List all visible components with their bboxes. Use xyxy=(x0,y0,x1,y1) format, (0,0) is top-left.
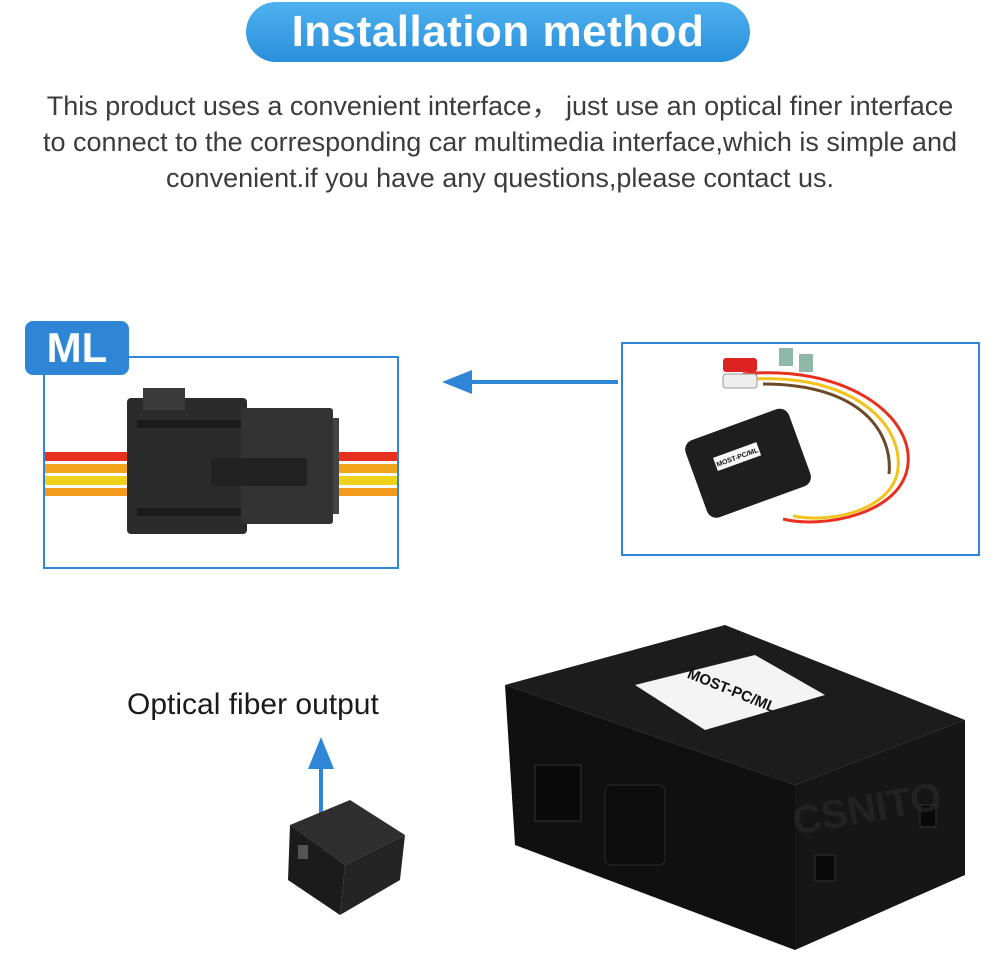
description-line-1: This product uses a convenient interface… xyxy=(46,91,954,121)
module-label-sticker-small xyxy=(713,442,762,472)
optical-connector xyxy=(288,800,405,915)
description: This product uses a convenient interface… xyxy=(0,88,1000,196)
connector-ridge xyxy=(137,420,241,428)
connector-top xyxy=(290,800,405,865)
module-harness-illustration: MOST-PC/ML xyxy=(685,348,910,524)
module-box-small xyxy=(685,408,811,518)
module-port xyxy=(534,764,582,822)
harness-wire-brown xyxy=(762,382,891,475)
title-banner: Installation method xyxy=(246,2,750,62)
module-side-face xyxy=(795,720,965,950)
connector-tab xyxy=(799,354,813,372)
connector-side xyxy=(340,835,405,915)
harness-wire-red xyxy=(742,371,910,524)
optical-fiber-label: Optical fiber output xyxy=(127,688,379,721)
description-line-2: to connect to the corresponding car mult… xyxy=(43,127,957,157)
connector-ridge xyxy=(137,508,241,516)
harness-wire-yellow xyxy=(752,377,900,520)
ml-connector-photo xyxy=(43,356,399,569)
arrow-left-icon xyxy=(442,370,618,394)
connector-left-body xyxy=(127,398,247,534)
module-harness-photo: MOST-PC/ML xyxy=(621,342,980,556)
connector-clip xyxy=(211,458,307,486)
connector-hole xyxy=(298,845,308,859)
description-line-3: convenient.if you have any questions,ple… xyxy=(166,163,834,193)
ml-badge: ML xyxy=(25,321,129,375)
ml-badge-label: ML xyxy=(46,324,108,371)
connector-edge xyxy=(333,418,339,514)
rca-plug-white xyxy=(722,373,758,389)
module-side-port xyxy=(919,804,937,828)
module-label-sticker-large xyxy=(635,655,825,730)
rca-plug-red xyxy=(723,358,757,372)
module-box-large: MOST-PC/ML CSNITO xyxy=(505,625,965,950)
connector-tab xyxy=(779,348,793,366)
connector-latch xyxy=(143,388,185,410)
module-port-optical xyxy=(604,784,666,866)
page-title: Installation method xyxy=(291,7,705,56)
module-side-port xyxy=(814,854,836,882)
ml-connector-illustration xyxy=(45,388,397,534)
